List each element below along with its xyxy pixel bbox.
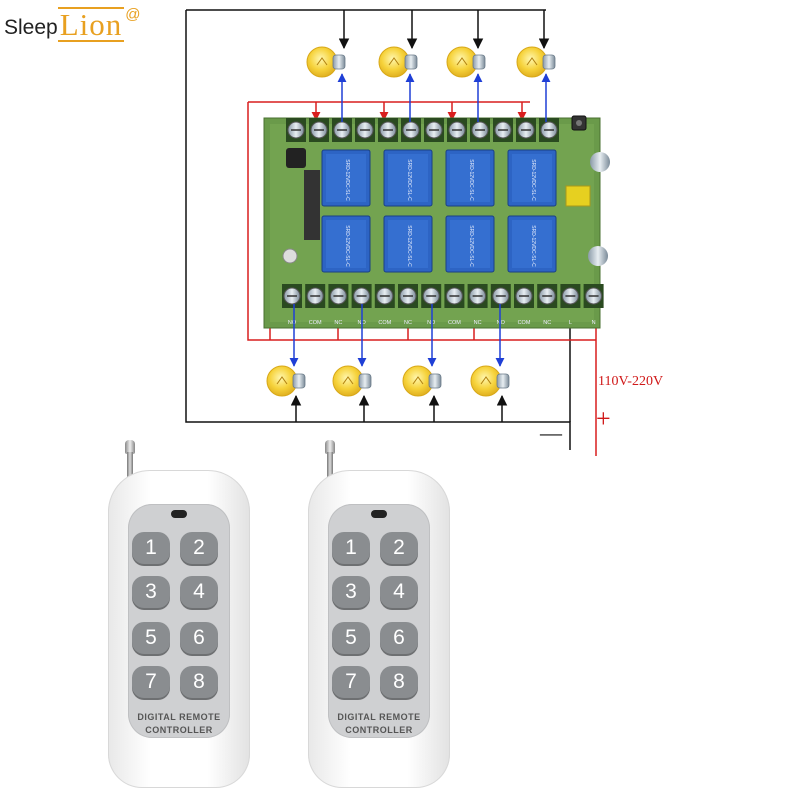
lamp-bulb-icon [306, 46, 346, 78]
terminal-label: COM [448, 320, 461, 326]
relay-label: SRD-12VDC-SL-C [530, 225, 536, 267]
terminal-label: NC [543, 320, 551, 326]
voltage-label: 110V-220V [598, 374, 664, 389]
remote-button-5[interactable]: 5 [332, 622, 370, 654]
lamps-bottom [266, 365, 510, 397]
terminal-label: COM [518, 320, 531, 326]
terminal-label: NC [474, 320, 482, 326]
relay-bank: SRD-12VDC-SL-C SRD-12VDC-SL-C SRD-12VDC-SL… [321, 149, 557, 273]
transformer [565, 185, 591, 207]
terminal-label: COM [309, 320, 322, 326]
remote-button-7[interactable]: 7 [332, 666, 370, 698]
antenna-icon [125, 440, 135, 454]
antenna-rod [127, 452, 133, 478]
terminal-label: L [569, 320, 572, 326]
load-wiring [289, 73, 551, 367]
terminal-label: COM [378, 320, 391, 326]
relay-label: SRD-12VDC-SL-C [468, 225, 474, 267]
top-terminal-block [286, 118, 559, 142]
lamp-bulb-icon [516, 46, 556, 78]
relay-label: SRD-12VDC-SL-C [406, 159, 412, 201]
remote-button-1[interactable]: 1 [332, 532, 370, 564]
brand-name: Lion [57, 7, 125, 42]
antenna-icon [325, 440, 335, 454]
remote-caption-line1: DIGITAL REMOTE [337, 712, 421, 722]
terminal-label: N [592, 320, 596, 326]
remote-button-2[interactable]: 2 [180, 532, 218, 564]
capacitor-large [590, 152, 610, 172]
remote-button-7[interactable]: 7 [132, 666, 170, 698]
relay-label: SRD-12VDC-SL-C [468, 159, 474, 201]
remote-button-4[interactable]: 4 [380, 576, 418, 608]
lamps-top [306, 46, 556, 78]
remote-caption-line1: DIGITAL REMOTE [137, 712, 221, 722]
relay-label: SRD-12VDC-SL-C [530, 159, 536, 201]
brand-mark: @ [125, 6, 141, 23]
relay-label: SRD-12VDC-SL-C [344, 225, 350, 267]
remote-button-4[interactable]: 4 [180, 576, 218, 608]
remote-caption-line2: CONTROLLER [145, 725, 213, 735]
capacitor [282, 248, 298, 264]
remote-caption-line2: CONTROLLER [345, 725, 413, 735]
remote-button-2[interactable]: 2 [380, 532, 418, 564]
remote-button-6[interactable]: 6 [380, 622, 418, 654]
terminal-label: NC [334, 320, 342, 326]
relay-label: SRD-12VDC-SL-C [406, 225, 412, 267]
remote-button-3[interactable]: 3 [132, 576, 170, 608]
brand-logo: Sleep Lion @ [4, 6, 141, 42]
remote-button-5[interactable]: 5 [132, 622, 170, 654]
remote-button-1[interactable]: 1 [132, 532, 170, 564]
lamp-bulb-icon [446, 46, 486, 78]
lamp-bulb-icon [332, 365, 372, 397]
remote-button-6[interactable]: 6 [180, 622, 218, 654]
remote-button-8[interactable]: 8 [180, 666, 218, 698]
lamp-bulb-icon [402, 365, 442, 397]
minus-sign: — [540, 420, 562, 445]
indicator-led [171, 510, 187, 518]
terminal-label: NO [288, 320, 297, 326]
antenna-rod [327, 452, 333, 478]
decoder-chip [304, 170, 320, 240]
terminal-label: NC [404, 320, 412, 326]
terminal-label: NO [497, 320, 506, 326]
learn-button-knob [576, 120, 582, 126]
capacitor-large [588, 246, 608, 266]
neutral-wiring [185, 9, 576, 450]
lamp-bulb-icon [470, 365, 510, 397]
ic-chip [286, 148, 306, 168]
plus-sign: + [596, 404, 611, 433]
brand-prefix: Sleep [4, 16, 58, 39]
remote-button-3[interactable]: 3 [332, 576, 370, 608]
relay-label: SRD-12VDC-SL-C [344, 159, 350, 201]
indicator-led [371, 510, 387, 518]
lamp-bulb-icon [266, 365, 306, 397]
lamp-bulb-icon [378, 46, 418, 78]
remote-button-8[interactable]: 8 [380, 666, 418, 698]
